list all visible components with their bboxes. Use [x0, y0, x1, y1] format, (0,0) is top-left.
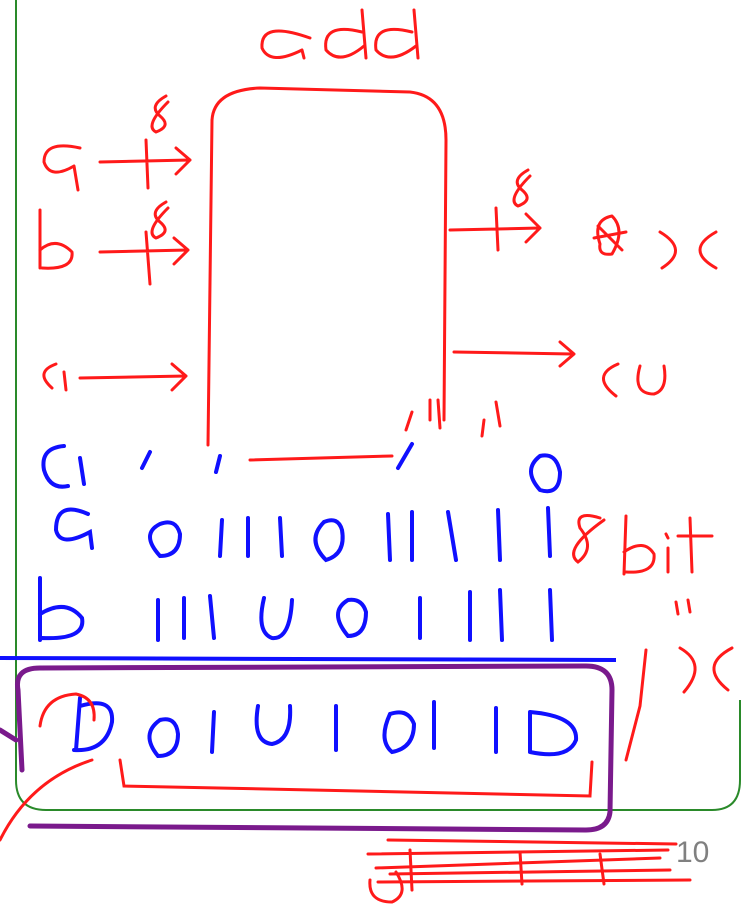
output-x-letter [658, 230, 718, 270]
output-x-dot [592, 214, 628, 256]
output-co-letter [602, 362, 667, 398]
sum-line [0, 656, 617, 662]
note-t [676, 516, 714, 574]
note-x [678, 646, 734, 694]
bit-width-note [572, 514, 734, 762]
row-ci-label [41, 444, 86, 489]
output-co-arrow [452, 340, 576, 368]
slide-number: 10 [676, 836, 710, 869]
adder-box [206, 86, 448, 462]
input-ci-letter [42, 362, 68, 392]
row-b-label [38, 576, 85, 642]
note-b [622, 514, 656, 576]
output-x-arrow [448, 206, 542, 252]
carry-row [41, 442, 563, 494]
adder-diagram [38, 8, 718, 462]
result-highlight-box [0, 663, 615, 833]
input-a-letter [42, 144, 82, 192]
overflow-carry [0, 692, 594, 842]
slide-frame [15, 0, 741, 811]
scribble [366, 838, 692, 904]
title-add-strokes [260, 29, 312, 60]
note-i [664, 532, 670, 574]
b-bits-row [38, 576, 554, 642]
input-b-letter [38, 208, 74, 270]
a-bits-row [53, 506, 552, 563]
note-8 [572, 514, 606, 564]
sum-bits-row [72, 696, 579, 759]
note-equals [674, 598, 692, 616]
row-a-label [53, 507, 94, 550]
